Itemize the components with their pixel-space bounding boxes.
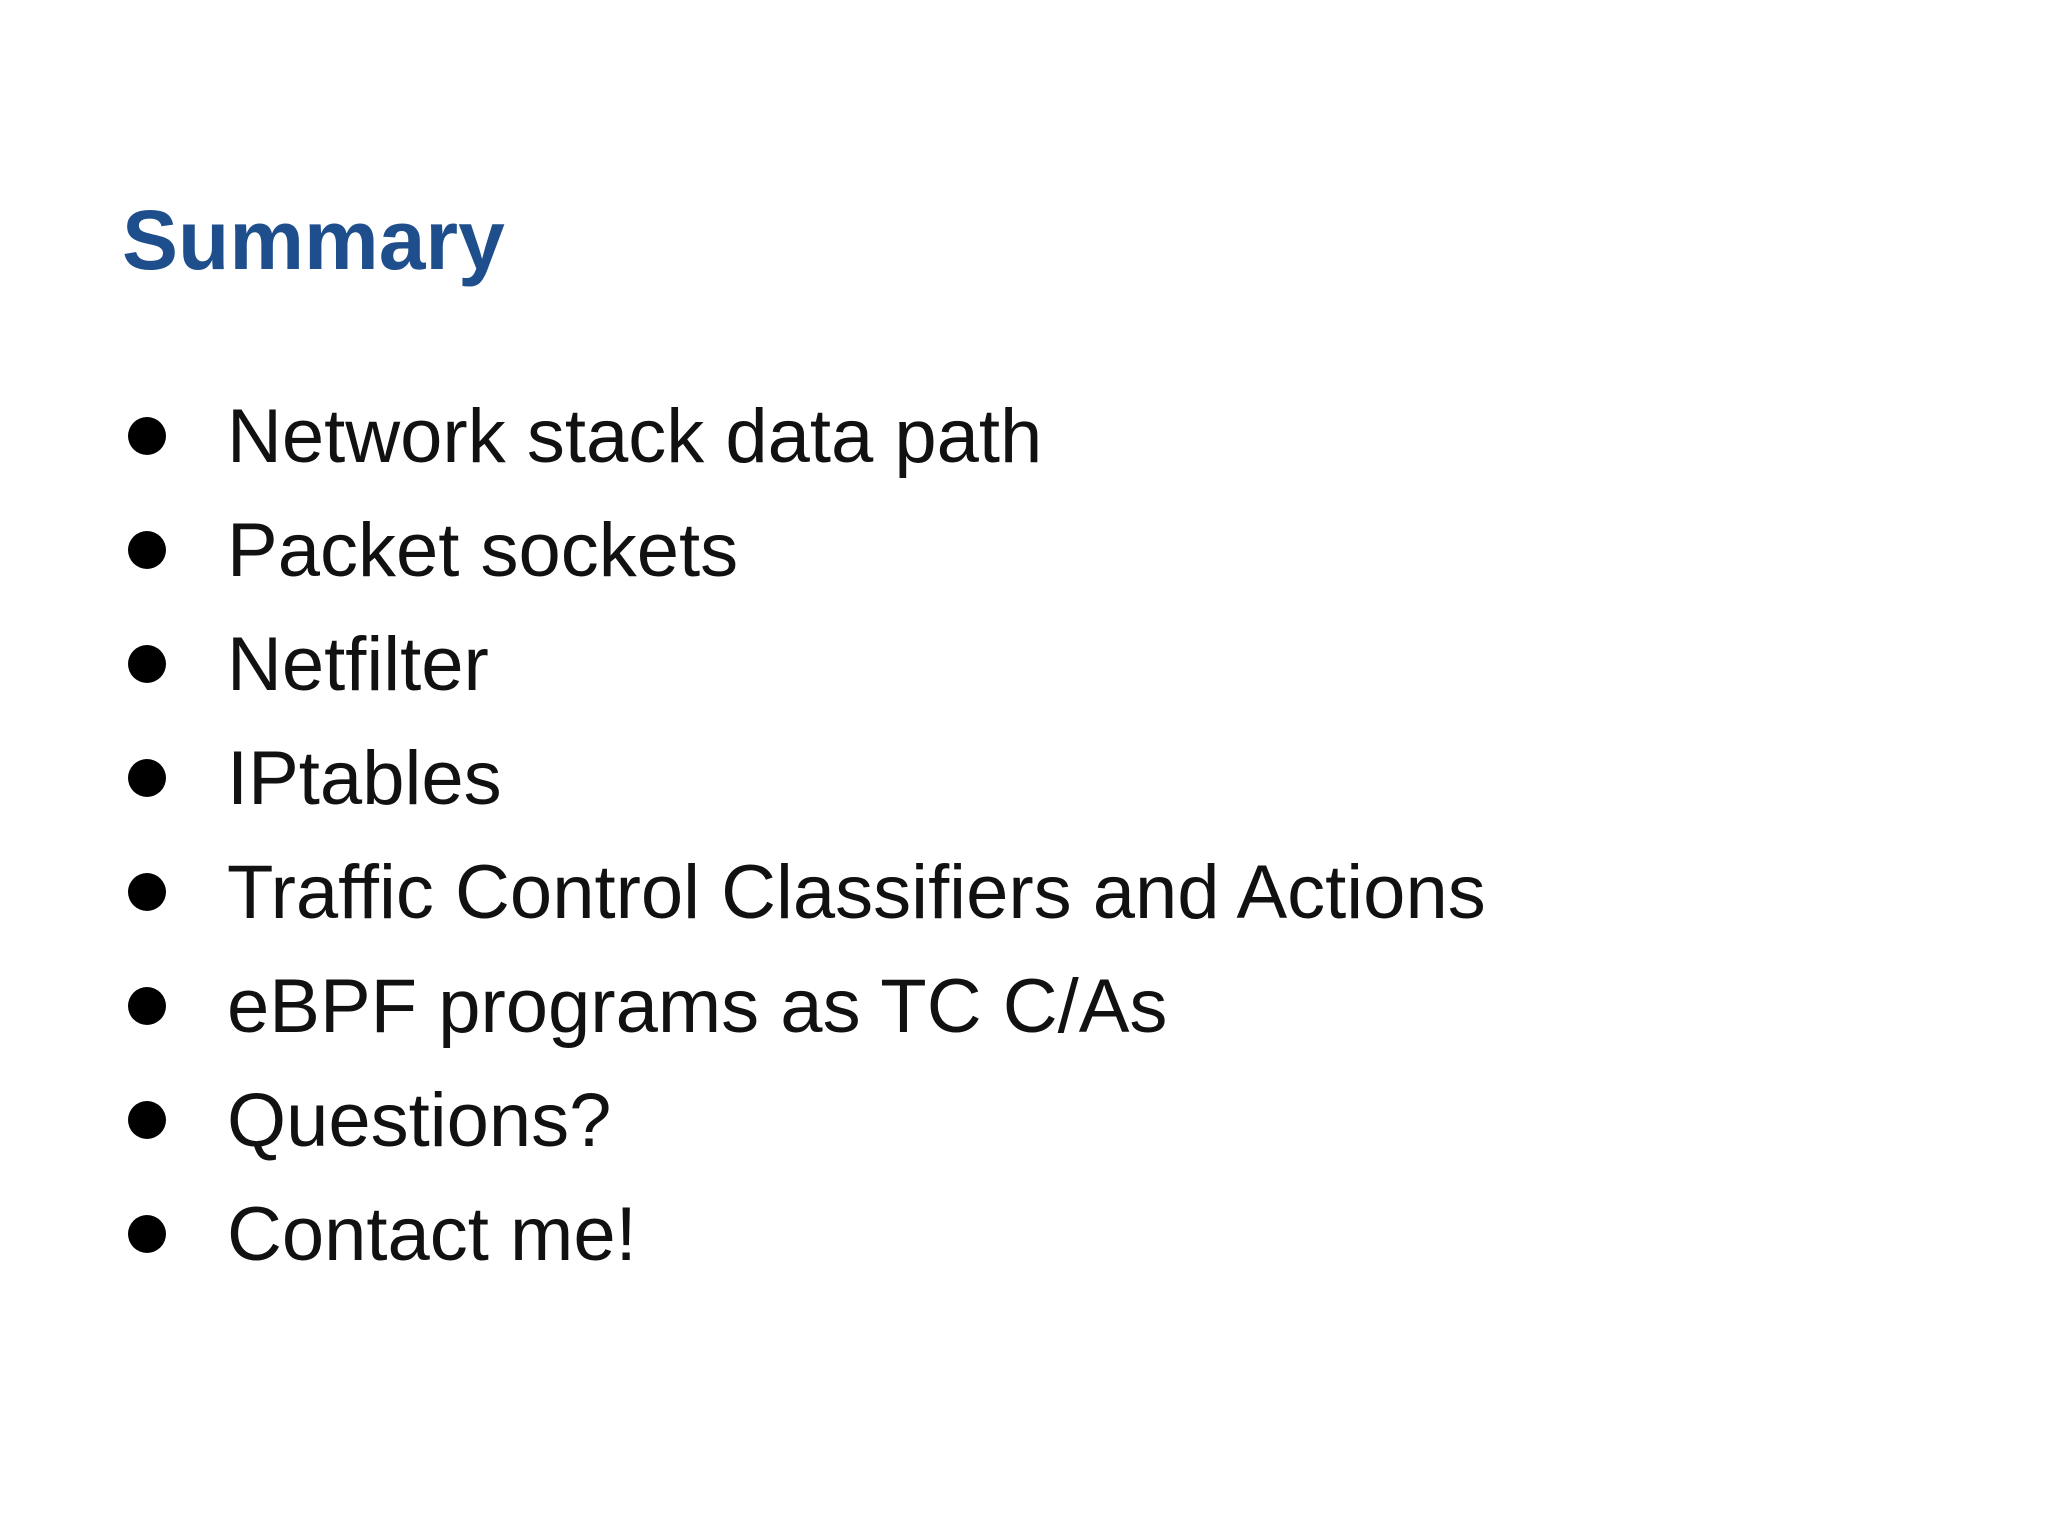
bullet-dot-icon (128, 873, 166, 911)
bullet-dot-icon (128, 417, 166, 455)
bullet-text: Questions? (227, 1078, 612, 1163)
bullet-dot-icon (128, 645, 166, 683)
bullet-text: IPtables (227, 736, 502, 821)
bullet-text: Netfilter (227, 622, 489, 707)
slide-title: Summary (122, 193, 505, 287)
bullet-text: Packet sockets (227, 508, 739, 593)
bullet-text: Network stack data path (227, 394, 1043, 479)
bullet-dot-icon (128, 987, 166, 1025)
bullet-text: Traffic Control Classifiers and Actions (227, 850, 1486, 935)
bullet-text: eBPF programs as TC C/As (227, 964, 1168, 1049)
bullet-text: Contact me! (227, 1192, 637, 1277)
bullet-dot-icon (128, 759, 166, 797)
bullet-dot-icon (128, 1215, 166, 1253)
bullet-dot-icon (128, 531, 166, 569)
bullet-dot-icon (128, 1101, 166, 1139)
